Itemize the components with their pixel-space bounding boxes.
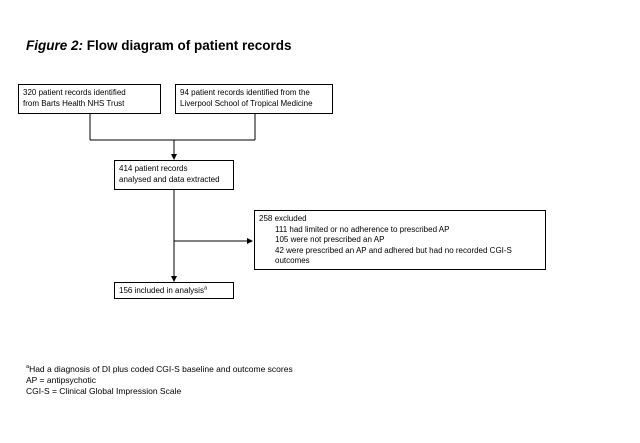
- analysed-line2: analysed and data extracted: [119, 174, 220, 184]
- excluded-item: 111 had limited or no adherence to presc…: [275, 224, 450, 234]
- barts-line2: from Barts Health NHS Trust: [23, 98, 125, 108]
- included-analysis-box: 156 included in analysisa: [114, 282, 234, 299]
- footnote-cgis: CGI-S = Clinical Global Impression Scale: [26, 386, 182, 396]
- barts-records-box: 320 patient records identified from Bart…: [18, 84, 161, 114]
- footnote-ap: AP = antipsychotic: [26, 375, 97, 385]
- footnote-a-text: Had a diagnosis of DI plus coded CGI-S b…: [29, 364, 293, 374]
- liverpool-line2: Liverpool School of Tropical Medicine: [180, 98, 313, 108]
- excluded-heading: 258 excluded: [259, 214, 307, 223]
- liverpool-records-box: 94 patient records identified from the L…: [175, 84, 333, 114]
- included-superscript: a: [203, 285, 208, 292]
- analysed-line1: 414 patient records: [119, 164, 188, 173]
- barts-line1: 320 patient records identified: [23, 88, 126, 97]
- figure-title: Figure 2: Flow diagram of patient record…: [26, 38, 292, 53]
- footnote-a: aHad a diagnosis of DI plus coded CGI-S …: [26, 364, 293, 375]
- footnotes: aHad a diagnosis of DI plus coded CGI-S …: [26, 364, 293, 397]
- excluded-item: 42 were prescribed an AP and adhered but…: [275, 245, 512, 255]
- analysed-records-box: 414 patient records analysed and data ex…: [114, 160, 234, 190]
- excluded-item: 105 were not prescribed an AP: [275, 235, 385, 244]
- footnote-a-marker: a: [26, 364, 30, 371]
- included-text: 156 included in analysis: [119, 286, 204, 295]
- excluded-item: outcomes: [275, 256, 310, 265]
- figure-label: Figure 2:: [26, 38, 84, 53]
- liverpool-line1: 94 patient records identified from the: [180, 88, 310, 97]
- excluded-records-box: 258 excluded 111 had limited or no adher…: [254, 210, 546, 270]
- figure-title-text: Flow diagram of patient records: [86, 38, 292, 53]
- included-text-line: 156 included in analysisa: [119, 286, 229, 297]
